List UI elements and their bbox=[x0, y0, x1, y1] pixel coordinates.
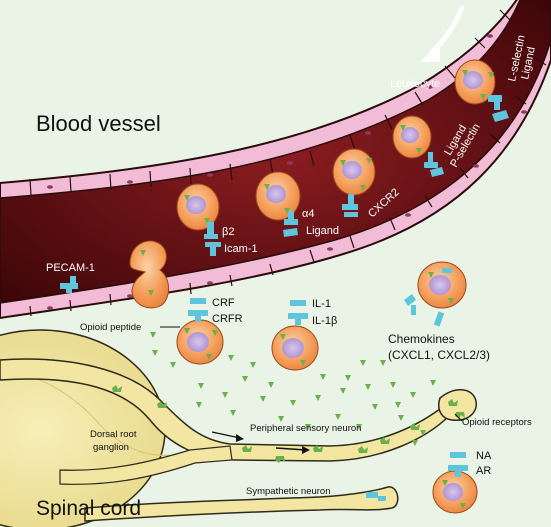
opioid-receptors-leader-line bbox=[454, 413, 463, 422]
opioid-receptors-label: Opioid receptors bbox=[462, 417, 532, 428]
receptor-icons bbox=[60, 95, 509, 501]
endothelial-cell-dividers bbox=[29, 9, 547, 317]
alpha4-ligand-icon bbox=[283, 228, 298, 237]
drg-label-line2: ganglion bbox=[93, 442, 129, 453]
flow-arrowhead bbox=[420, 42, 440, 62]
il1b-receptor-icon bbox=[288, 313, 308, 325]
chemokine-icon-2 bbox=[433, 311, 445, 327]
pecam1-icon bbox=[60, 276, 78, 293]
opioid-peptide-label: Opioid peptide bbox=[80, 322, 141, 333]
p-selectin-receptor-icon bbox=[424, 152, 438, 168]
sympathetic-neuron-label: Sympathetic neuron bbox=[246, 486, 331, 497]
na-label: NA bbox=[476, 450, 492, 462]
il1b-label: IL-1β bbox=[312, 315, 337, 327]
il1-ligand-icon bbox=[290, 300, 306, 306]
flow-direction-arrow bbox=[429, 5, 465, 55]
leukocyte-extravasated-il1 bbox=[271, 325, 319, 371]
peripheral-sensory-neuron-label: Peripheral sensory neuron bbox=[250, 423, 361, 434]
axon-arrow-2 bbox=[275, 447, 307, 451]
beta2-label: β2 bbox=[222, 226, 234, 238]
nervous-tissue bbox=[0, 329, 477, 527]
leukocyte-cxcr2 bbox=[332, 148, 376, 196]
l-selectin-ligand-icon bbox=[492, 110, 509, 122]
na-ligand-icon bbox=[450, 452, 466, 458]
leukocyte-rolling-top bbox=[454, 59, 496, 105]
leukocyte-extravasated-crf bbox=[176, 319, 224, 365]
spinal-cord-label: Spinal cord bbox=[36, 497, 141, 520]
crfr-receptor-icon bbox=[188, 310, 208, 322]
axon-arrowhead-2 bbox=[302, 446, 310, 454]
neuron-lower-branch bbox=[59, 445, 233, 485]
leukocyte-p-selectin bbox=[392, 115, 432, 159]
chemokines-detail-label: (CXCL1, CXCL2/3) bbox=[388, 348, 490, 362]
endothelial-nuclei bbox=[47, 34, 527, 310]
cxcr2-ligand-icon bbox=[344, 212, 358, 217]
alpha4-integrin-icon bbox=[284, 211, 298, 225]
pecam1-label: PECAM-1 bbox=[46, 262, 95, 274]
ar-label: AR bbox=[476, 465, 491, 477]
nerve-terminal-ending bbox=[438, 389, 477, 421]
l-selectin-receptor-icon bbox=[488, 95, 502, 110]
cxcr2-receptor-icon bbox=[342, 194, 358, 210]
crfr-label: CRFR bbox=[212, 313, 243, 325]
chemokines-label: Chemokines bbox=[388, 332, 455, 346]
chemokine-icon-1 bbox=[404, 294, 416, 315]
crf-label: CRF bbox=[212, 297, 235, 309]
leukocyte-chemokine bbox=[417, 261, 467, 309]
axon-arrowhead-1 bbox=[236, 434, 244, 442]
leukocyte-beta2 bbox=[176, 183, 220, 231]
crf-ligand-icon bbox=[190, 298, 206, 304]
alpha4-ligand-label: Ligand bbox=[306, 225, 339, 237]
ar-receptor-icon bbox=[448, 465, 468, 477]
leukocyte-na-ar bbox=[432, 470, 478, 514]
sympathetic-neuron bbox=[84, 486, 399, 522]
p-selectin-ligand-icon bbox=[430, 167, 444, 177]
blood-vessel-label: Blood vessel bbox=[36, 111, 161, 136]
leukocyte-alpha4 bbox=[255, 171, 301, 221]
icam1-icon bbox=[205, 242, 221, 256]
axon-arrow-1 bbox=[211, 431, 241, 439]
chemokine-icon-3 bbox=[442, 268, 452, 273]
il1-label: IL-1 bbox=[312, 298, 331, 310]
icam1-label: Icam-1 bbox=[224, 243, 258, 255]
leukocyte-label: Leukocyte bbox=[390, 78, 440, 90]
beta2-integrin-icon bbox=[204, 222, 218, 239]
leukocyte-transmigrating bbox=[129, 240, 169, 309]
drg-label-line1: Dorsal root bbox=[90, 429, 137, 440]
alpha4-label: α4 bbox=[302, 208, 314, 220]
opioid-receptors-on-neuron bbox=[112, 385, 465, 463]
sympathetic-terminal-receptor-icon bbox=[366, 492, 386, 501]
